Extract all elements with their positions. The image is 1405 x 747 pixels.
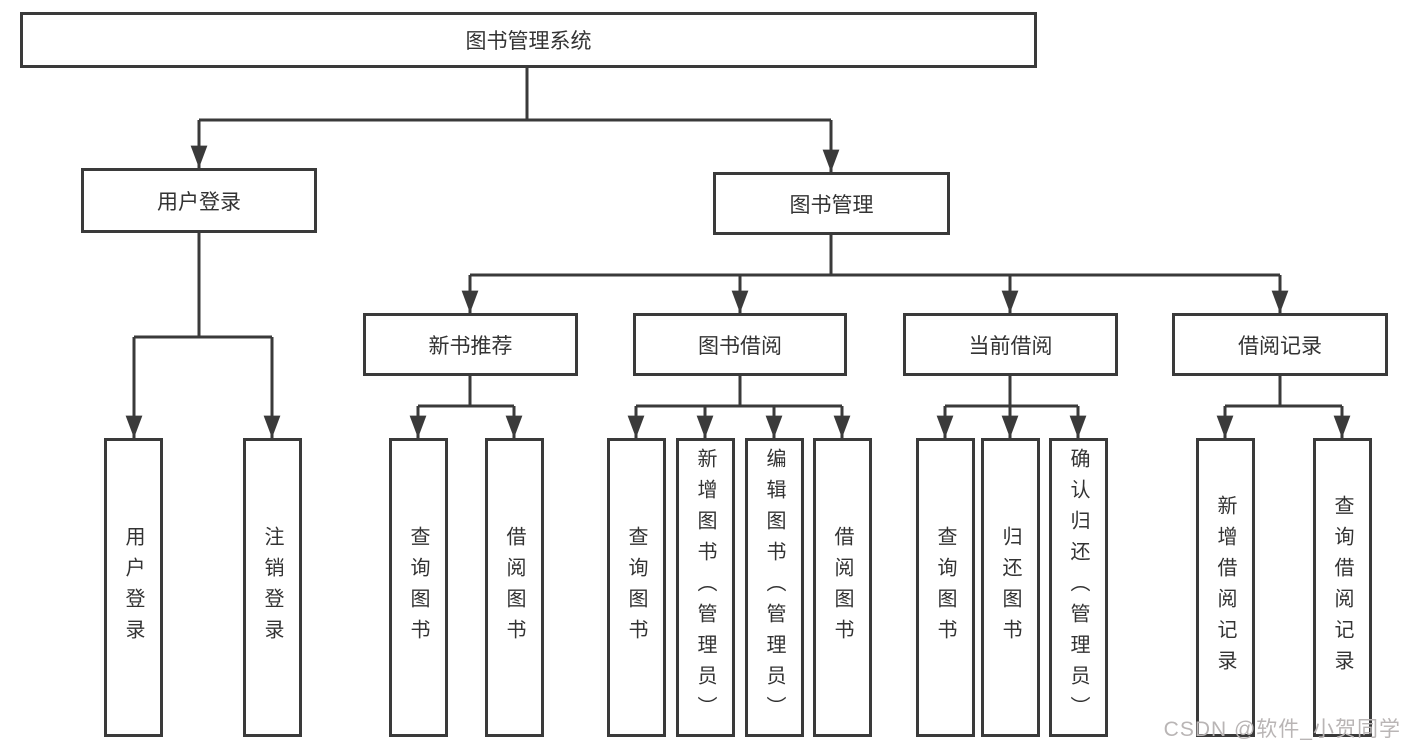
leaf-user-login: 用户登录 xyxy=(104,438,163,737)
leaf-bb-borrow-books: 借阅图书 xyxy=(813,438,872,737)
csdn-watermark: CSDN @软件_小贺同学 xyxy=(1163,718,1401,741)
leaf-logout: 注销登录 xyxy=(243,438,302,737)
leaf-bb-add-books-admin: 新增图书（管理员） xyxy=(676,438,735,737)
leaf-bb-edit-books-admin: 编辑图书（管理员） xyxy=(745,438,804,737)
leaf-cb-query-books: 查询图书 xyxy=(916,438,975,737)
leaf-cb-confirm-return-admin: 确认归还（管理员） xyxy=(1049,438,1108,737)
leaf-br-query-record: 查询借阅记录 xyxy=(1313,438,1372,737)
node-borrow-records: 借阅记录 xyxy=(1172,313,1388,376)
leaf-bb-query-books: 查询图书 xyxy=(607,438,666,737)
node-user-login: 用户登录 xyxy=(81,168,317,233)
leaf-nbr-query-books: 查询图书 xyxy=(389,438,448,737)
node-root: 图书管理系统 xyxy=(20,12,1037,68)
node-current-borrow: 当前借阅 xyxy=(903,313,1118,376)
node-book-management: 图书管理 xyxy=(713,172,950,235)
leaf-br-add-record: 新增借阅记录 xyxy=(1196,438,1255,737)
leaf-cb-return-books: 归还图书 xyxy=(981,438,1040,737)
node-book-borrow: 图书借阅 xyxy=(633,313,847,376)
leaf-nbr-borrow-books: 借阅图书 xyxy=(485,438,544,737)
node-new-book-recommend: 新书推荐 xyxy=(363,313,578,376)
